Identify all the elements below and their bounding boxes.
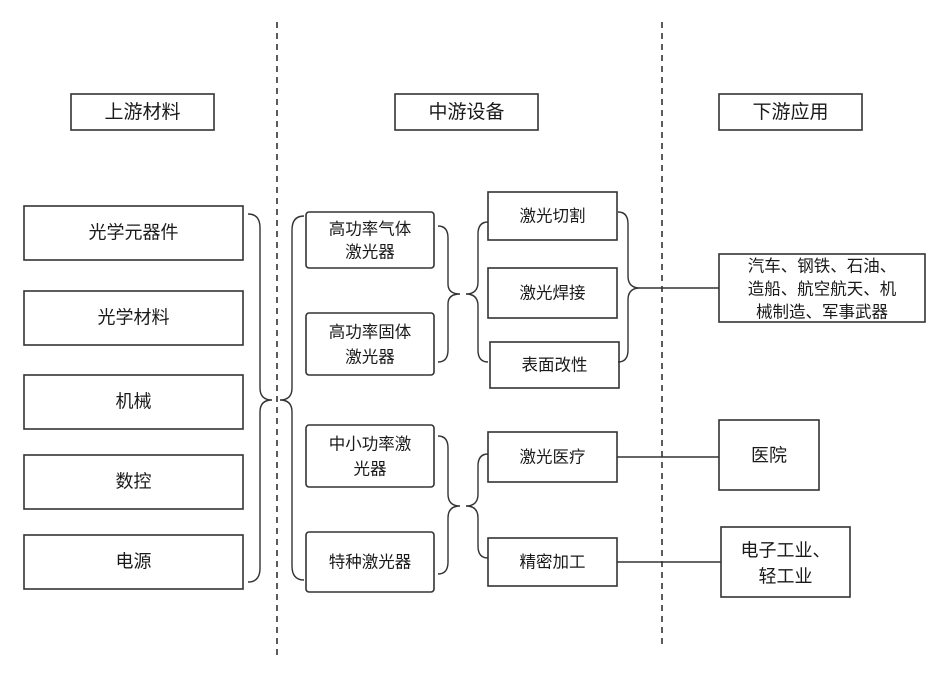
- application-industry: 汽车、钢铁、石油、 造船、航空航天、机 械制造、军事武器: [718, 253, 926, 323]
- laser-label-line1: 中小功率激: [329, 435, 412, 454]
- application-label-line2: 轻工业: [759, 567, 813, 588]
- header-midstream-label: 中游设备: [428, 101, 504, 123]
- laser-label-line2: 激光器: [345, 348, 395, 367]
- application-label-line2: 造船、航空航天、机: [748, 280, 897, 299]
- process-brace-top-left: [465, 221, 489, 363]
- process-label: 激光切割: [520, 207, 586, 226]
- process-laser-medical: 激光医疗: [487, 431, 618, 483]
- upstream-item-optical-materials: 光学材料: [23, 290, 244, 346]
- laser-label: 特种激光器: [329, 553, 412, 572]
- upstream-item-optical-components: 光学元器件: [23, 205, 244, 261]
- laser-high-power-solid: 高功率固体 激光器: [305, 312, 435, 376]
- upstream-item-label: 机械: [116, 392, 152, 413]
- laser-label-line2: 激光器: [345, 243, 395, 262]
- header-upstream: 上游材料: [70, 93, 215, 131]
- upstream-brace: [247, 213, 273, 583]
- application-label-line3: 械制造、军事武器: [756, 303, 889, 322]
- process-surface-modification: 表面改性: [489, 341, 620, 389]
- laser-brace-top-left: [437, 225, 461, 363]
- header-downstream: 下游应用: [718, 93, 863, 131]
- process-label: 激光医疗: [520, 448, 586, 467]
- upstream-item-label: 光学元器件: [89, 223, 179, 244]
- application-label: 医院: [751, 446, 787, 467]
- laser-high-power-gas: 高功率气体 激光器: [305, 211, 435, 269]
- laser-label-line1: 高功率固体: [329, 323, 412, 342]
- upstream-item-power-supply: 电源: [23, 534, 244, 590]
- laser-special: 特种激光器: [305, 531, 435, 593]
- header-upstream-label: 上游材料: [104, 101, 180, 123]
- laser-small-medium-power: 中小功率激 光器: [305, 424, 435, 488]
- header-downstream-label: 下游应用: [752, 101, 828, 123]
- laser-label-line1: 高功率气体: [329, 220, 412, 239]
- process-label: 精密加工: [520, 553, 586, 572]
- upstream-item-label: 光学材料: [98, 308, 170, 329]
- upstream-item-machinery: 机械: [23, 374, 244, 430]
- upstream-item-label: 数控: [116, 472, 152, 493]
- process-brace-bottom-left: [465, 453, 489, 559]
- application-label-line1: 汽车、钢铁、石油、: [748, 257, 897, 276]
- process-laser-welding: 激光焊接: [487, 267, 618, 319]
- midstream-brace: [279, 215, 305, 581]
- laser-label-line2: 光器: [354, 460, 388, 479]
- process-label: 激光焊接: [520, 284, 586, 303]
- process-precision-machining: 精密加工: [487, 537, 618, 587]
- application-electronics: 电子工业、 轻工业: [720, 526, 851, 598]
- upstream-item-label: 电源: [116, 552, 152, 573]
- header-midstream: 中游设备: [394, 93, 539, 131]
- application-hospital: 医院: [718, 419, 820, 491]
- process-laser-cutting: 激光切割: [487, 191, 618, 241]
- upstream-item-cnc: 数控: [23, 454, 244, 510]
- application-label-line1: 电子工业、: [741, 541, 831, 562]
- process-brace-top-right: [617, 211, 641, 363]
- process-label: 表面改性: [522, 356, 588, 375]
- laser-brace-bottom-left: [437, 435, 461, 575]
